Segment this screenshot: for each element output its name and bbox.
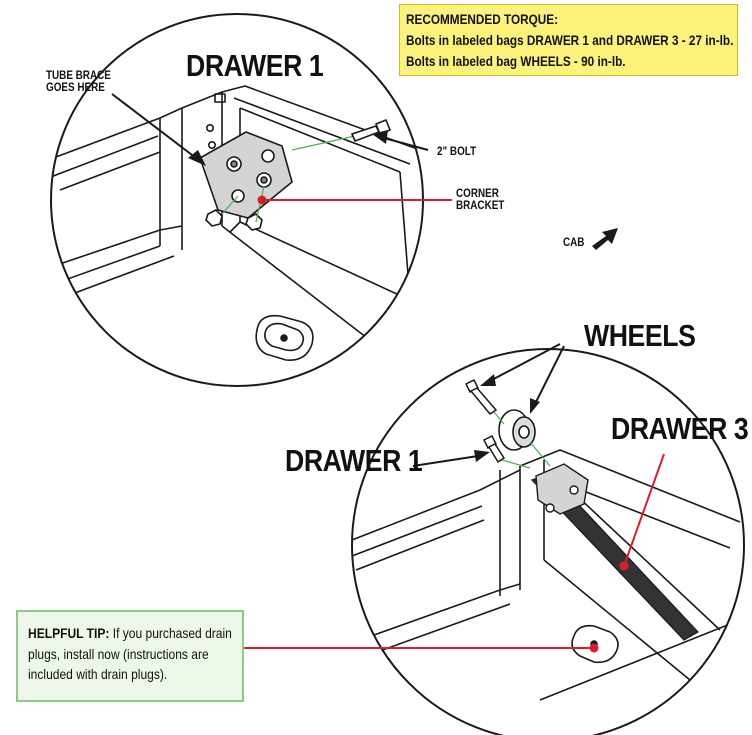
two-inch-bolt-label: 2" BOLT bbox=[437, 146, 477, 158]
torque-line-2: Bolts in labeled bag WHEELS - 90 in-lb. bbox=[406, 53, 626, 69]
tube-brace-line-1: TUBE BRACE bbox=[46, 70, 111, 82]
corner-bracket-line-1: CORNER bbox=[456, 188, 499, 200]
tube-brace-label: TUBE BRACE GOES HERE bbox=[46, 70, 111, 94]
corner-bracket-label: CORNER BRACKET bbox=[456, 188, 504, 212]
drawer-3-label: DRAWER 3 bbox=[611, 411, 749, 446]
top-detail-circle bbox=[50, 13, 424, 387]
helpful-tip-box: HELPFUL TIP: If you purchased drain plug… bbox=[16, 610, 244, 702]
torque-title: RECOMMENDED TORQUE: bbox=[406, 11, 559, 27]
recommended-torque-box: RECOMMENDED TORQUE: Bolts in labeled bag… bbox=[399, 4, 738, 76]
helpful-tip-text: HELPFUL TIP: If you purchased drain plug… bbox=[28, 623, 243, 685]
helpful-tip-lead: HELPFUL TIP: bbox=[28, 625, 110, 641]
cab-label: CAB bbox=[563, 237, 585, 249]
corner-bracket-line-2: BRACKET bbox=[456, 200, 505, 212]
helpful-tip-body: If you purchased drain plugs, install no… bbox=[28, 625, 232, 682]
tube-brace-line-2: GOES HERE bbox=[46, 82, 105, 94]
wheels-label: WHEELS bbox=[584, 318, 696, 353]
drawer-1-title-top: DRAWER 1 bbox=[186, 48, 324, 83]
torque-line-1: Bolts in labeled bags DRAWER 1 and DRAWE… bbox=[406, 32, 734, 48]
drawer-1-label-bottom: DRAWER 1 bbox=[285, 443, 423, 478]
callout-lines bbox=[111, 93, 665, 653]
bottom-detail-circle bbox=[351, 348, 745, 735]
